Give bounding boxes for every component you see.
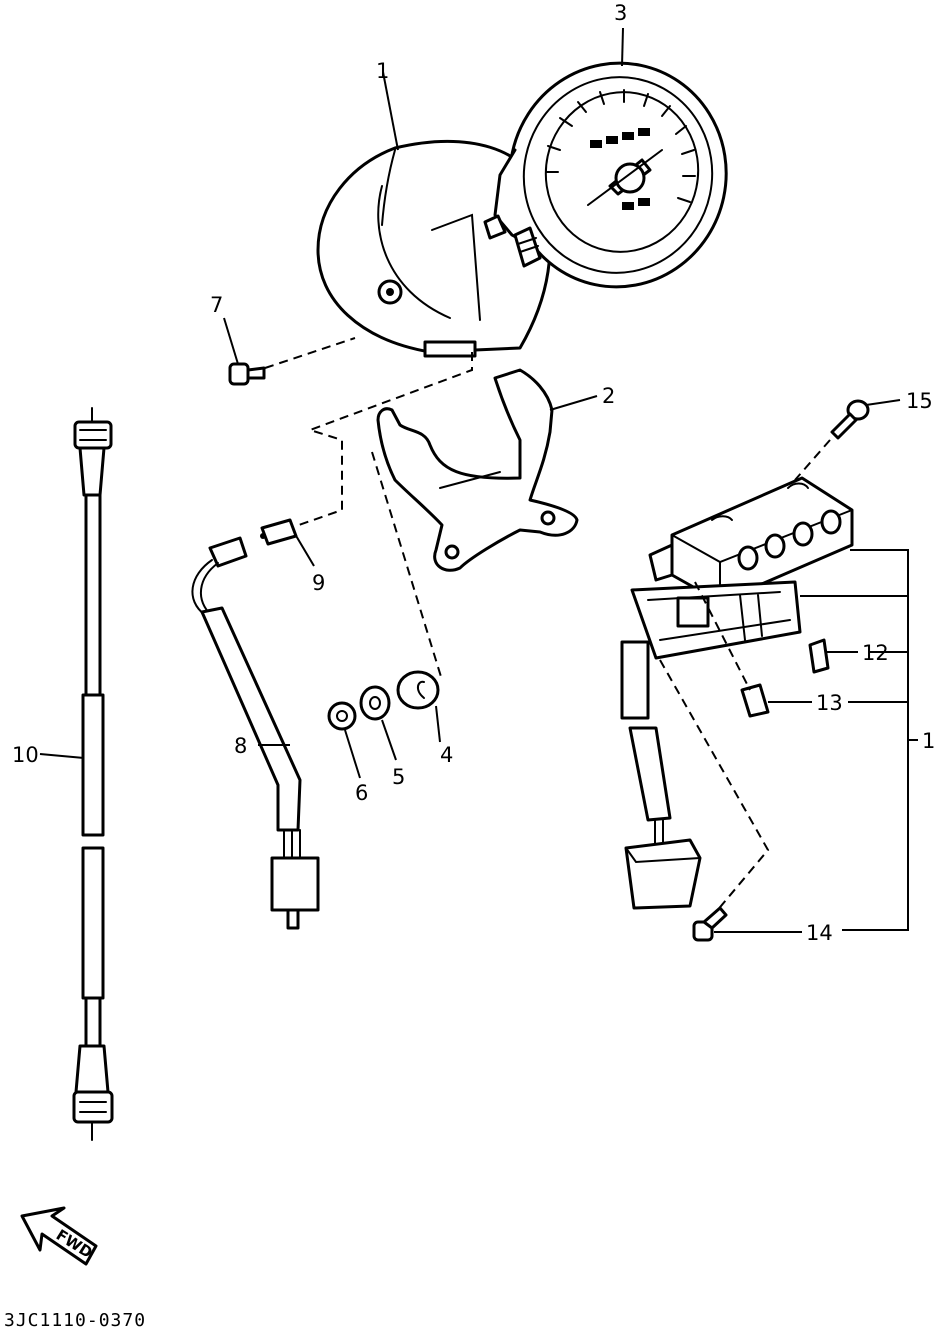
callout-numbers: 1 3 2 7 9 8 10 4 5 6 15 12 13 1 14 [12,1,935,945]
callout-3: 3 [614,1,627,25]
callout-13: 13 [816,691,843,715]
callout-9: 9 [312,571,325,595]
callout-6: 6 [355,781,368,805]
callout-2: 2 [602,384,615,408]
callout-12: 12 [862,641,889,665]
callout-5: 5 [392,765,405,789]
callout-1-top: 1 [376,59,389,83]
screw [228,362,266,386]
callout-15: 15 [906,389,933,413]
nut [327,701,357,731]
meter-lead-wire [191,536,320,930]
indicator-light-assembly [620,476,854,910]
bulb-13 [740,683,770,718]
callout-14: 14 [806,921,833,945]
speedometer-cable [72,407,114,1141]
forward-arrow-icon [20,1206,98,1266]
meter-housing [316,139,552,358]
bulb-socket [260,518,298,546]
callout-4: 4 [440,743,453,767]
callout-7: 7 [210,293,223,317]
meter-assembly [483,61,728,289]
screw-15 [830,399,870,440]
leader-lines [39,27,918,933]
callout-8: 8 [234,734,247,758]
washer [359,685,391,721]
callout-1-right: 1 [922,729,935,753]
meter-bracket [376,368,579,572]
callout-10: 10 [12,743,39,767]
grommet [396,670,440,710]
drawing-code: 3JC1110-0370 [4,1310,146,1331]
screw-14 [692,906,728,942]
bulb-12 [808,638,830,674]
assembly-lines [264,337,831,913]
